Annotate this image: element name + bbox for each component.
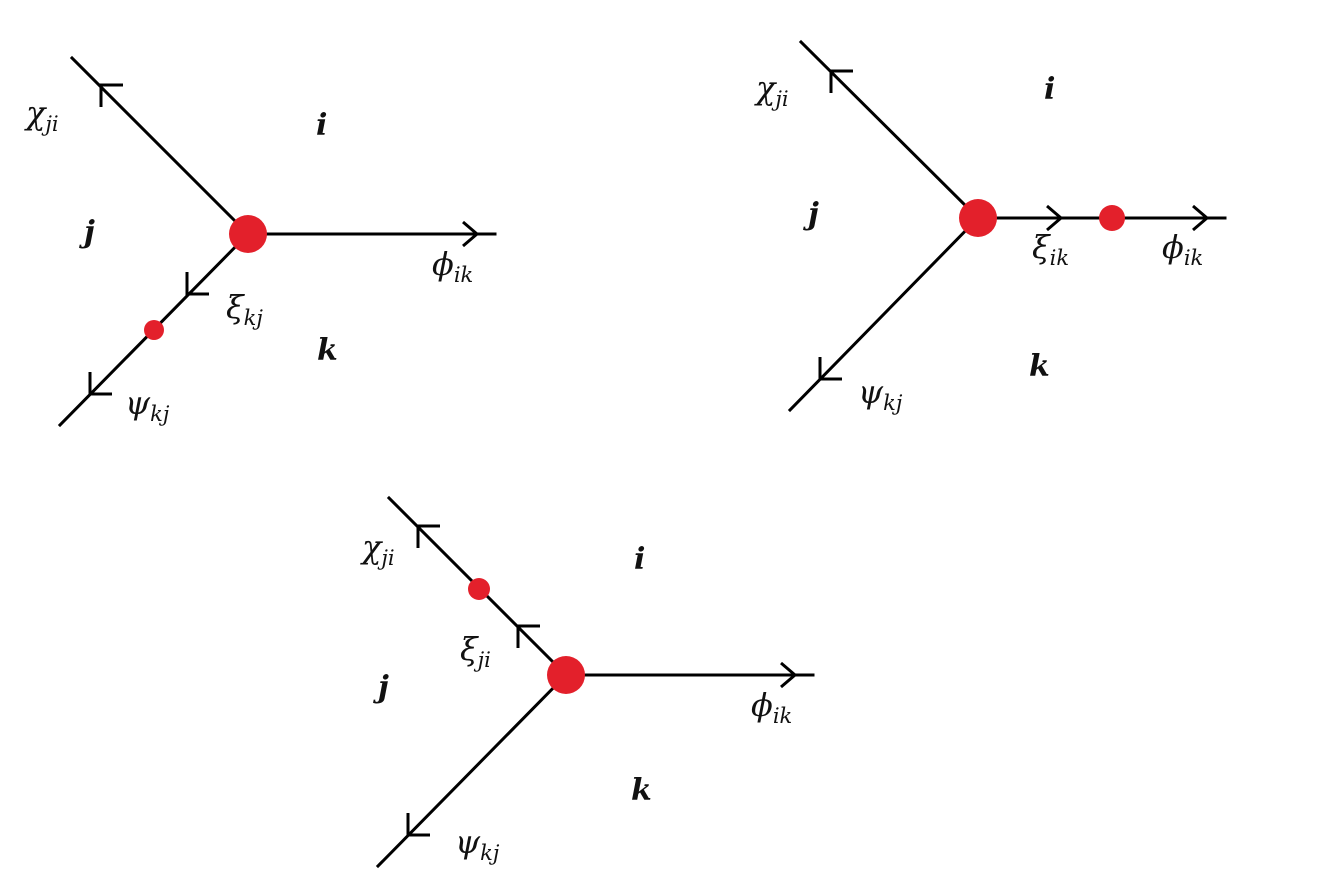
d3-region-j: j	[373, 670, 389, 705]
d3-right-arrow	[780, 661, 798, 689]
d3-phi-label: ϕik	[751, 686, 792, 728]
d1-secondary-vertex	[144, 320, 164, 340]
d3-lower-left-arrow	[406, 813, 430, 837]
d1-region-k: k	[317, 333, 338, 368]
d2-xi-label: ξik	[1032, 228, 1069, 270]
d2-phi-label: ϕik	[1162, 228, 1203, 270]
d1-xi-label: ξkj	[226, 288, 263, 330]
d2-chi-label: χji	[754, 69, 789, 111]
d1-right-arrow	[462, 220, 480, 248]
d1-psi-label: ψkj	[125, 384, 170, 426]
d3-main-vertex	[547, 656, 585, 694]
diagram-1: χji ϕik ξkj ψkj i j k	[24, 55, 497, 428]
d3-xi-label: ξji	[460, 630, 491, 672]
diagram-2: χji ξik ϕik ψkj i j k	[754, 39, 1227, 415]
d3-psi-label: ψkj	[455, 823, 500, 865]
d3-chi-label: χji	[360, 528, 395, 570]
d3-secondary-vertex	[468, 578, 490, 600]
d1-lower-left-outer-arrow	[88, 372, 112, 396]
d2-psi-label: ψkj	[858, 373, 903, 415]
diagram-3: χji ξji ϕik ψkj i j k	[360, 495, 815, 869]
d2-upper-left-arrow	[829, 69, 853, 93]
d2-right-outer-arrow	[1192, 204, 1210, 232]
d2-region-k: k	[1029, 349, 1050, 384]
d2-right-inner-arrow	[1046, 204, 1064, 232]
d1-upper-left-line	[69, 55, 251, 237]
d2-lower-left-line	[787, 215, 981, 413]
d1-upper-left-arrow	[99, 83, 123, 107]
d1-chi-label: χji	[24, 94, 59, 136]
d2-upper-left-line	[798, 39, 981, 221]
d1-main-vertex	[229, 215, 267, 253]
d1-region-j: j	[79, 215, 95, 250]
d3-region-i: i	[634, 542, 645, 577]
d3-region-k: k	[631, 773, 652, 808]
d2-main-vertex	[959, 199, 997, 237]
d2-region-i: i	[1044, 72, 1055, 107]
d1-lower-left-inner-arrow	[185, 272, 209, 296]
d3-upper-left-inner-arrow	[516, 624, 540, 648]
d2-secondary-vertex	[1099, 205, 1125, 231]
d1-region-i: i	[316, 108, 327, 143]
d1-phi-label: ϕik	[432, 245, 473, 287]
d2-lower-left-arrow	[818, 357, 842, 381]
d2-region-j: j	[803, 197, 819, 232]
d3-upper-left-outer-arrow	[416, 524, 440, 548]
